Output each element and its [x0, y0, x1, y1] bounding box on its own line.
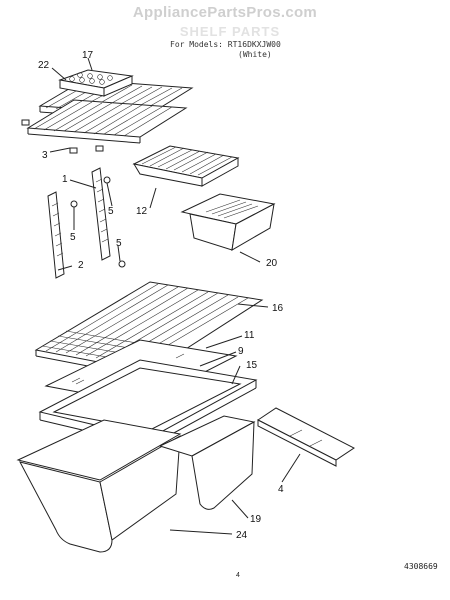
callout-12: 12 — [136, 206, 148, 217]
callout-9: 9 — [238, 346, 244, 357]
shelf-ladders — [47, 167, 111, 279]
callout-17: 17 — [82, 50, 94, 61]
callout-5-upper: 5 — [108, 206, 114, 217]
callout-22: 22 — [38, 60, 50, 71]
crisper-drawer-left — [16, 419, 182, 553]
callout-24: 24 — [236, 530, 248, 541]
callout-5-lower: 5 — [116, 238, 122, 249]
callout-3: 3 — [42, 150, 48, 161]
egg-tray — [58, 69, 134, 97]
diagram-title: SHELF PARTS — [179, 24, 281, 39]
crisper-drawer-right — [158, 415, 256, 510]
color-line: (White) — [238, 50, 272, 59]
page-number: 4 — [236, 572, 240, 579]
lower-wire-shelf — [26, 99, 188, 144]
drawing-code: 4308669 — [404, 562, 438, 571]
models-line: For Models: RT16DKXJW00 — [170, 40, 281, 49]
watermark: AppliancePartsPros.com — [132, 4, 318, 21]
callout-19: 19 — [250, 514, 262, 525]
callout-1: 1 — [62, 174, 68, 185]
callout-11: 11 — [244, 330, 255, 341]
callout-15: 15 — [246, 360, 258, 371]
callout-20: 20 — [266, 258, 278, 269]
mounting-screws — [70, 176, 126, 268]
crisper-cover-frame — [38, 359, 258, 447]
callout-4: 4 — [278, 484, 284, 495]
meat-keeper-cover — [132, 145, 240, 187]
shelf-clips — [21, 119, 104, 154]
crisper-slide-bracket — [257, 407, 355, 467]
callout-5-middle: 5 — [70, 232, 76, 243]
leader-lines — [49, 57, 301, 535]
meat-keeper-pan — [180, 193, 276, 251]
callout-16: 16 — [272, 303, 284, 314]
callout-2: 2 — [78, 260, 84, 271]
